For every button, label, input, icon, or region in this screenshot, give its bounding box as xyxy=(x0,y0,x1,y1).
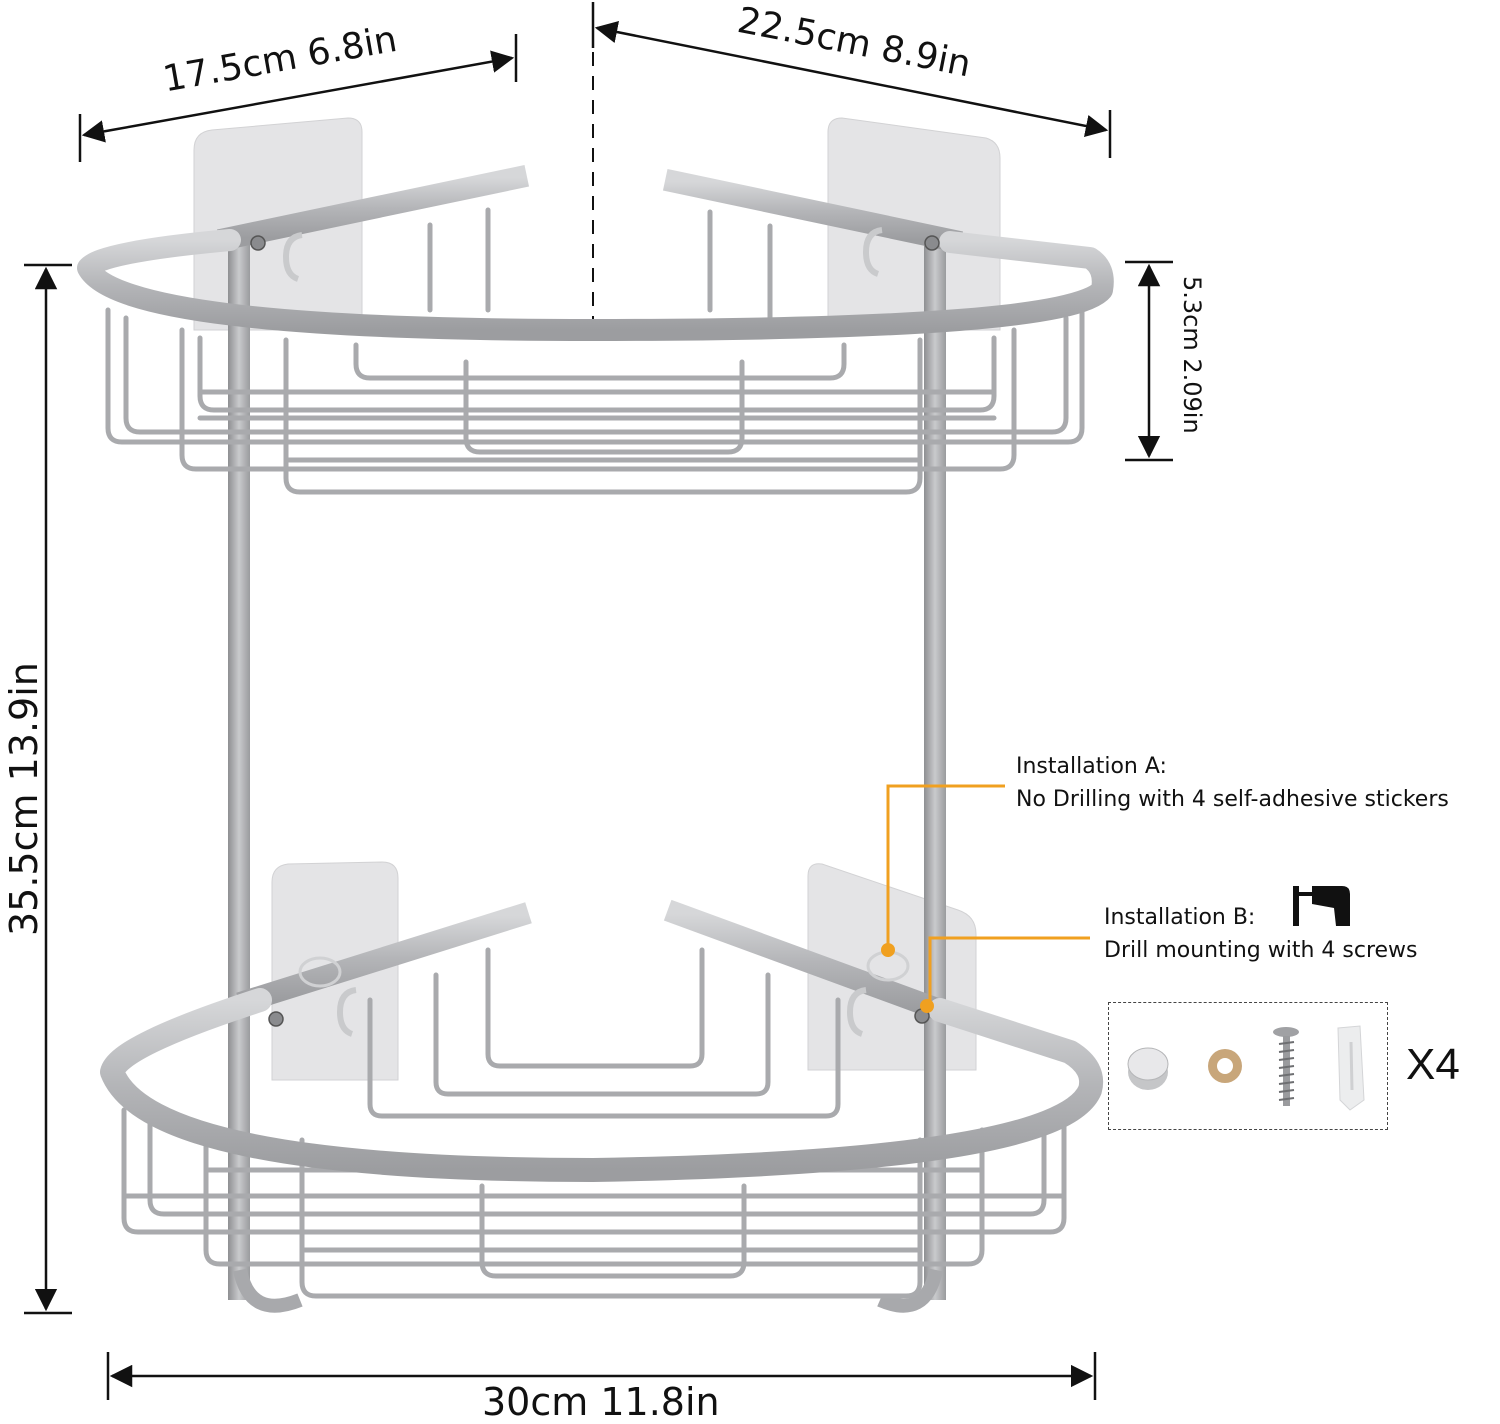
hardware-kit-box xyxy=(1108,1002,1388,1130)
dimension-top-right xyxy=(591,2,1112,158)
screw-icon xyxy=(1273,1027,1299,1106)
callout-leader-a xyxy=(881,784,1005,957)
installation-a-title: Installation A: xyxy=(1016,754,1167,779)
dimension-total-width xyxy=(106,1352,1097,1400)
drill-icon xyxy=(1293,886,1350,926)
installation-b-description: Drill mounting with 4 screws xyxy=(1104,938,1418,963)
screw-cap-icon xyxy=(1127,1047,1169,1090)
dimension-top-left xyxy=(78,34,518,162)
callout-dot-a xyxy=(881,943,895,957)
callout-dot-b xyxy=(920,999,934,1013)
dimension-label-total-width: 30cm 11.8in xyxy=(482,1380,720,1424)
top-basket xyxy=(77,164,1114,495)
adhesive-sticker-plates xyxy=(193,117,1001,1081)
screw-icon xyxy=(250,235,266,251)
bottom-basket xyxy=(100,899,1103,1299)
dimension-label-total-height: 35.5cm 13.9in xyxy=(2,662,46,936)
screw-icon xyxy=(924,235,940,251)
wall-anchor-icon xyxy=(1337,1025,1365,1111)
dimension-basket-height xyxy=(1125,260,1173,462)
installation-b-title: Installation B: xyxy=(1104,905,1256,930)
hardware-kit-quantity: X4 xyxy=(1406,1040,1460,1089)
installation-a-description: No Drilling with 4 self-adhesive sticker… xyxy=(1016,787,1449,812)
dimension-total-height xyxy=(24,263,72,1315)
support-poles xyxy=(228,230,946,1313)
callout-leader-b xyxy=(920,936,1090,1013)
dimension-label-basket-height: 5.3cm 2.09in xyxy=(1178,276,1206,434)
washer-icon xyxy=(1208,1049,1242,1083)
screw-icon xyxy=(268,1011,284,1027)
